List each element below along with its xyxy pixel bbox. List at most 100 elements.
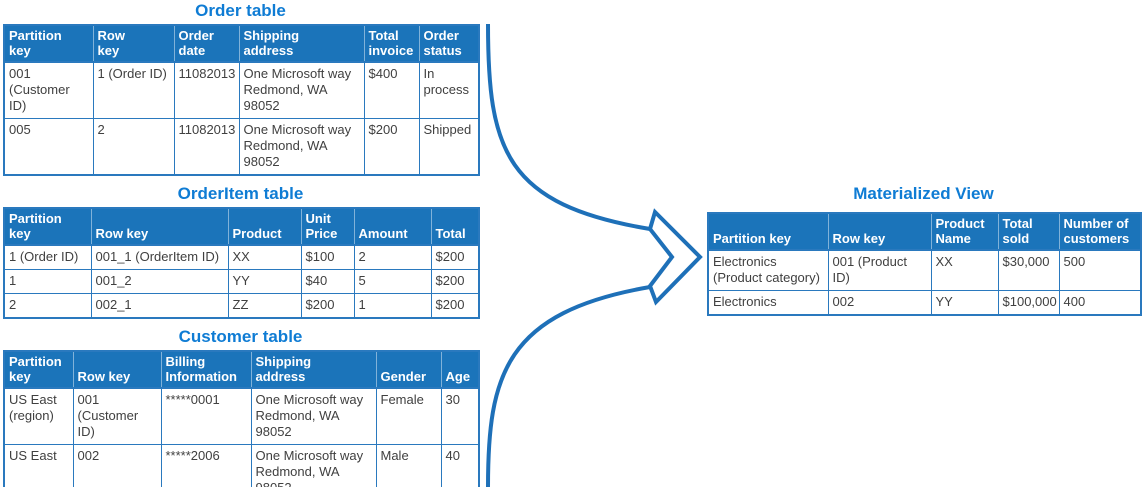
merge-arrow-bottom-curve — [486, 285, 651, 487]
column-header: Number of customers — [1059, 213, 1141, 251]
table-cell: Electronics (Product category) — [707, 249, 829, 291]
table-cell: $200 — [430, 269, 480, 294]
table-cell: XX — [227, 244, 302, 270]
table-cell: 001 (Customer ID) — [3, 61, 94, 119]
table-cell: One Microsoft way Redmond, WA 98052 — [238, 61, 365, 119]
table-cell: 400 — [1058, 290, 1142, 316]
table-cell: 500 — [1058, 249, 1142, 291]
table-cell: 1 (Order ID) — [92, 61, 175, 119]
table-cell: $200 — [430, 244, 480, 270]
table-cell: 1 — [3, 269, 92, 294]
column-header: Shipping address — [239, 25, 365, 63]
table-cell: 5 — [353, 269, 432, 294]
table-cell: 001_1 (OrderItem ID) — [90, 244, 229, 270]
table-cell: ZZ — [227, 293, 302, 319]
column-header: Partition key — [4, 25, 94, 63]
table-cell: $400 — [363, 61, 420, 119]
table-cell: 002 — [72, 444, 162, 487]
column-header: Order status — [419, 25, 479, 63]
column-header: Row key — [91, 208, 229, 246]
column-header: Total invoice — [364, 25, 420, 63]
column-header: Gender — [376, 351, 442, 389]
column-header: Row key — [73, 351, 162, 389]
order-table-title: Order table — [195, 1, 286, 20]
table-cell: Shipped — [418, 118, 480, 176]
table-cell: 30 — [440, 387, 480, 445]
merge-arrow-top-curve — [486, 23, 651, 231]
table-cell: *****2006 — [160, 444, 252, 487]
column-header: Row key — [828, 213, 932, 251]
table-cell: 2 — [3, 293, 92, 319]
table-cell: One Microsoft way Redmond, WA 98052 — [250, 444, 377, 487]
column-header: Billing Information — [161, 351, 252, 389]
column-header: Age — [441, 351, 479, 389]
orderitem-table-title: OrderItem table — [177, 184, 304, 203]
column-header: Product Name — [931, 213, 999, 251]
table-cell: $200 — [430, 293, 480, 319]
customer-table-title: Customer table — [178, 327, 303, 346]
merge-arrow-head — [647, 208, 703, 306]
table-cell: 002 — [827, 290, 932, 316]
table-cell: 11082013 — [173, 61, 240, 119]
table-cell: $100 — [300, 244, 355, 270]
table-cell: YY — [227, 269, 302, 294]
table-cell: $40 — [300, 269, 355, 294]
table-cell: In process — [418, 61, 480, 119]
table-cell: 1 — [353, 293, 432, 319]
table-cell: $100,000 — [997, 290, 1060, 316]
table-cell: $200 — [300, 293, 355, 319]
table-cell: 005 — [3, 118, 94, 176]
table-cell: One Microsoft way Redmond, WA 98052 — [250, 387, 377, 445]
table-cell: $200 — [363, 118, 420, 176]
table-cell: YY — [930, 290, 999, 316]
column-header: Total sold — [998, 213, 1060, 251]
table-cell: 11082013 — [173, 118, 240, 176]
column-header: Order date — [174, 25, 240, 63]
table-cell: Female — [375, 387, 442, 445]
table-row: Electronics (Product category)001 (Produ… — [707, 249, 1142, 291]
table-cell: 001 (Product ID) — [827, 249, 932, 291]
column-header: Partition key — [4, 208, 92, 246]
table-cell: US East — [3, 444, 74, 487]
column-header: Unit Price — [301, 208, 355, 246]
table-cell: US East (region) — [3, 387, 74, 445]
table-cell: $30,000 — [997, 249, 1060, 291]
table-cell: Electronics — [707, 290, 829, 316]
table-cell: 2 — [353, 244, 432, 270]
column-header: Total — [431, 208, 479, 246]
table-cell: 001_2 — [90, 269, 229, 294]
column-header: Row key — [93, 25, 175, 63]
table-cell: *****0001 — [160, 387, 252, 445]
table-cell: 002_1 — [90, 293, 229, 319]
column-header: Amount — [354, 208, 432, 246]
table-cell: 40 — [440, 444, 480, 487]
table-cell: Male — [375, 444, 442, 487]
column-header: Product — [228, 208, 302, 246]
table-cell: 2 — [92, 118, 175, 176]
column-header: Partition key — [4, 351, 74, 389]
table-cell: XX — [930, 249, 999, 291]
table-cell: One Microsoft way Redmond, WA 98052 — [238, 118, 365, 176]
table-row: US East (region)001 (Customer ID)*****00… — [3, 387, 480, 445]
column-header: Shipping address — [251, 351, 377, 389]
table-cell: 1 (Order ID) — [3, 244, 92, 270]
column-header: Partition key — [708, 213, 829, 251]
